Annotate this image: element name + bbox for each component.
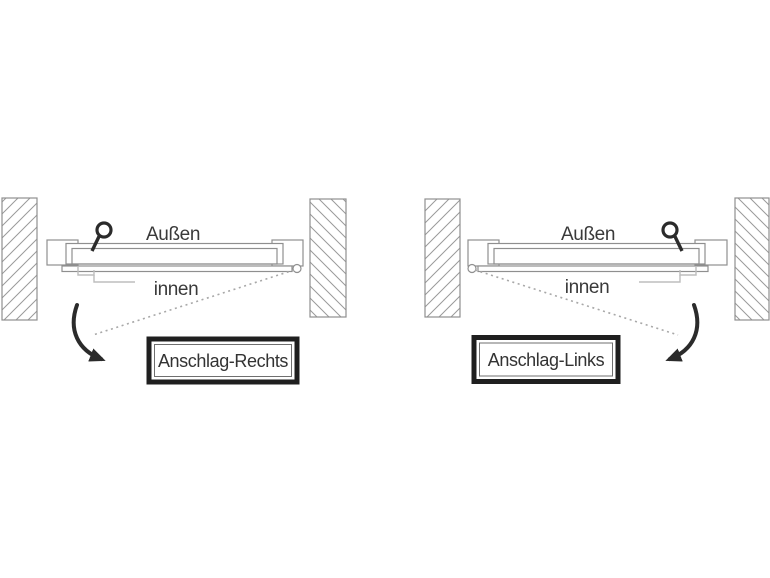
outside-label: Außen	[146, 224, 200, 245]
door-swing-dotted-line	[474, 269, 679, 336]
sill-bracket	[679, 266, 697, 276]
threshold-strip	[61, 265, 293, 273]
door-swing-dotted-line	[92, 269, 295, 336]
hatched-wall-left	[1, 197, 38, 321]
hatched-wall-right	[734, 197, 770, 321]
caption-box-outer	[471, 335, 621, 384]
caption-label: Anschlag-Rechts	[158, 351, 288, 371]
door-leaf-inner	[493, 247, 700, 265]
key-icon	[661, 221, 684, 252]
inside-label: innen	[565, 277, 610, 298]
diagram-anschlag-links: Außen innen Anschlag-Links	[424, 197, 770, 384]
hinge-pivot	[292, 263, 302, 274]
sill-bracket-step	[639, 275, 681, 283]
door-leaf-inner	[71, 247, 278, 265]
caption-box-inner	[154, 344, 292, 377]
hatched-wall-left	[424, 198, 461, 318]
door-leaf	[65, 242, 284, 265]
curved-arrow-icon	[665, 303, 700, 362]
curved-arrow-icon	[71, 303, 106, 362]
caption-box-anschlag-links: Anschlag-Links	[471, 335, 621, 384]
caption-box-outer	[146, 336, 300, 385]
caption-label: Anschlag-Links	[488, 350, 605, 370]
threshold-strip	[477, 265, 709, 273]
hatched-wall-right	[309, 198, 347, 318]
inside-label: innen	[154, 279, 199, 300]
sill-bracket-step	[93, 275, 135, 283]
outside-label: Außen	[561, 224, 615, 245]
sill-bracket	[77, 266, 95, 276]
door-leaf	[487, 242, 706, 265]
hinge-pivot	[467, 263, 477, 274]
key-icon	[90, 221, 113, 252]
diagram-anschlag-rechts: Außen innen Anschlag-Rechts	[1, 197, 347, 385]
caption-box-inner	[479, 342, 613, 377]
caption-box-anschlag-rechts: Anschlag-Rechts	[146, 336, 300, 385]
